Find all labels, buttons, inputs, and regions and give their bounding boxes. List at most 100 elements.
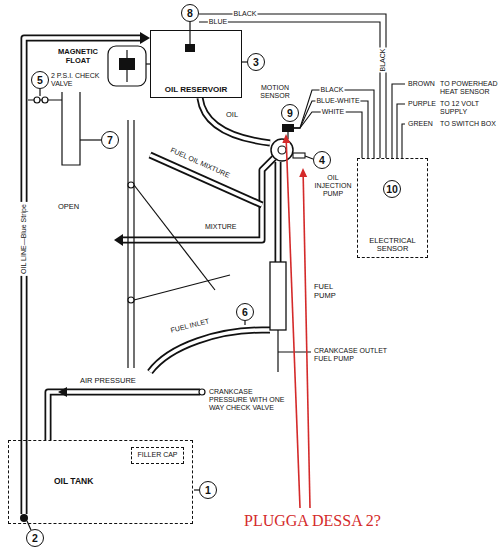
oil-pickup: [20, 440, 28, 522]
node-text: 2: [32, 533, 38, 544]
callout-number: 4: [313, 151, 331, 169]
part-label: MOTION SENSOR: [254, 84, 296, 100]
oil-pickup: [21, 440, 28, 514]
throttle-linkage: [128, 297, 134, 303]
wire-destination: TO SWITCH BOX: [440, 120, 498, 128]
callout-number: 7: [101, 131, 119, 149]
node-text: 4: [319, 155, 325, 166]
oil-line-tube: [24, 38, 140, 440]
callout-number: 1: [199, 481, 217, 499]
part-label: CRANKCASE OUTLET FUEL PUMP: [314, 347, 390, 363]
callout-number: 9: [281, 104, 299, 122]
fuel-tube: [275, 162, 282, 262]
connector-label: OIL LINE—Blue Stripe: [20, 202, 28, 276]
float-switch: [185, 44, 195, 52]
throttle-linkage: [134, 275, 230, 300]
sensor-wires: [402, 124, 405, 158]
part-label: OIL INJECTION PUMP: [312, 174, 354, 198]
fuel-tube: [276, 162, 280, 262]
oil-outlet-tube: [200, 98, 270, 143]
fuel-tube: [150, 162, 278, 372]
sensor-wires: [294, 90, 374, 158]
leader-line: [27, 62, 313, 530]
wire-color: BLUE: [208, 18, 228, 26]
oil-reservoir-box: OIL RESERVOIR: [150, 30, 242, 98]
node-text: FILLER CAP: [137, 451, 177, 459]
wire-color: WHITE: [321, 108, 346, 116]
wire-color: BLUE-WHITE: [315, 97, 360, 105]
leader-line: [305, 156, 313, 159]
magnetic-float: [108, 46, 146, 86]
wire-color: BLACK: [320, 86, 345, 94]
fuel-tube: [150, 330, 270, 372]
callout-number: 3: [247, 53, 265, 71]
fuel-tube: [150, 330, 270, 372]
throttle-linkage: [133, 120, 134, 368]
sensor-wires: [294, 112, 362, 158]
oil-tank: OIL TANKFILLER CAP: [8, 440, 193, 524]
node-text: 9: [287, 108, 293, 119]
air-pressure-line: [48, 392, 200, 440]
flow-label: OIL: [226, 111, 238, 120]
fuel-pump: [270, 262, 286, 330]
flow-label: FUEL INLET: [170, 317, 210, 334]
throttle-linkage: [128, 120, 230, 368]
callout-number: 5: [31, 71, 49, 89]
wire-color: BLACK: [233, 10, 258, 18]
oil-pickup: [20, 514, 28, 522]
red-arrow: [303, 177, 310, 508]
oil-outlet-tube: [200, 98, 270, 143]
leader-line: [39, 89, 40, 96]
flow-label: AIR PRESSURE: [80, 377, 136, 386]
oil-pickup: [22, 440, 26, 514]
flow-label: FUEL OIL MIXTURE: [169, 146, 231, 179]
wire-color: BLACK: [379, 48, 387, 73]
throttle-linkage: [127, 120, 128, 368]
float-switch: [189, 22, 190, 44]
wire-destination: TO POWERHEAD HEAT SENSOR: [440, 80, 498, 96]
oil-injection-pump: [293, 153, 305, 158]
part-label: MAGNETIC FLOAT: [50, 48, 106, 65]
magnetic-float: [119, 58, 135, 70]
wire-color: PURPLE: [408, 100, 436, 108]
leader-line: [80, 139, 101, 140]
node-text: 5: [37, 75, 43, 86]
handwritten-note: PLUGGA DESSA 2?: [244, 512, 381, 530]
magnetic-float: [108, 46, 150, 86]
air-pressure-line: [48, 392, 200, 440]
node-text: 3: [253, 57, 259, 68]
throttle-linkage: [134, 185, 215, 290]
sensor-wires: [392, 84, 405, 158]
wire-destination: TO 12 VOLT SUPPLY: [440, 100, 498, 116]
oil-injection-pump: [278, 146, 286, 154]
callout-number: 2: [26, 529, 44, 547]
sensor-wires: [397, 104, 405, 158]
callout-number: 6: [236, 303, 254, 321]
vent-tube: [28, 92, 80, 165]
vent-tube: [42, 97, 48, 103]
filler-cap: FILLER CAP: [131, 447, 184, 464]
oil-line-connector: [24, 32, 150, 440]
red-arrow: [299, 168, 307, 177]
node-text: 10: [386, 184, 398, 195]
vent-tube: [34, 97, 40, 103]
mixture-tube: [114, 234, 123, 246]
wire-color: GREEN: [408, 120, 433, 128]
callout-number: 8: [181, 4, 199, 22]
node-text: 6: [242, 307, 248, 318]
oil-injection-pump: [271, 124, 305, 161]
float-switch: [185, 22, 195, 52]
sensor-wires: [294, 101, 368, 158]
part-label: OPEN: [58, 203, 79, 212]
oil-outlet-tube: [200, 98, 270, 143]
red-arrow: [286, 143, 300, 508]
mixture-tube: [114, 155, 274, 246]
flow-label: MIXTURE: [205, 223, 237, 231]
vent-tube: [62, 92, 80, 165]
part-label: CRANKCASE PRESSURE WITH ONE WAY CHECK VA…: [209, 388, 291, 412]
arrowhead: [140, 32, 150, 44]
part-label: FUEL PUMP: [314, 283, 344, 300]
throttle-linkage: [128, 182, 134, 188]
node-text: 7: [107, 135, 113, 146]
